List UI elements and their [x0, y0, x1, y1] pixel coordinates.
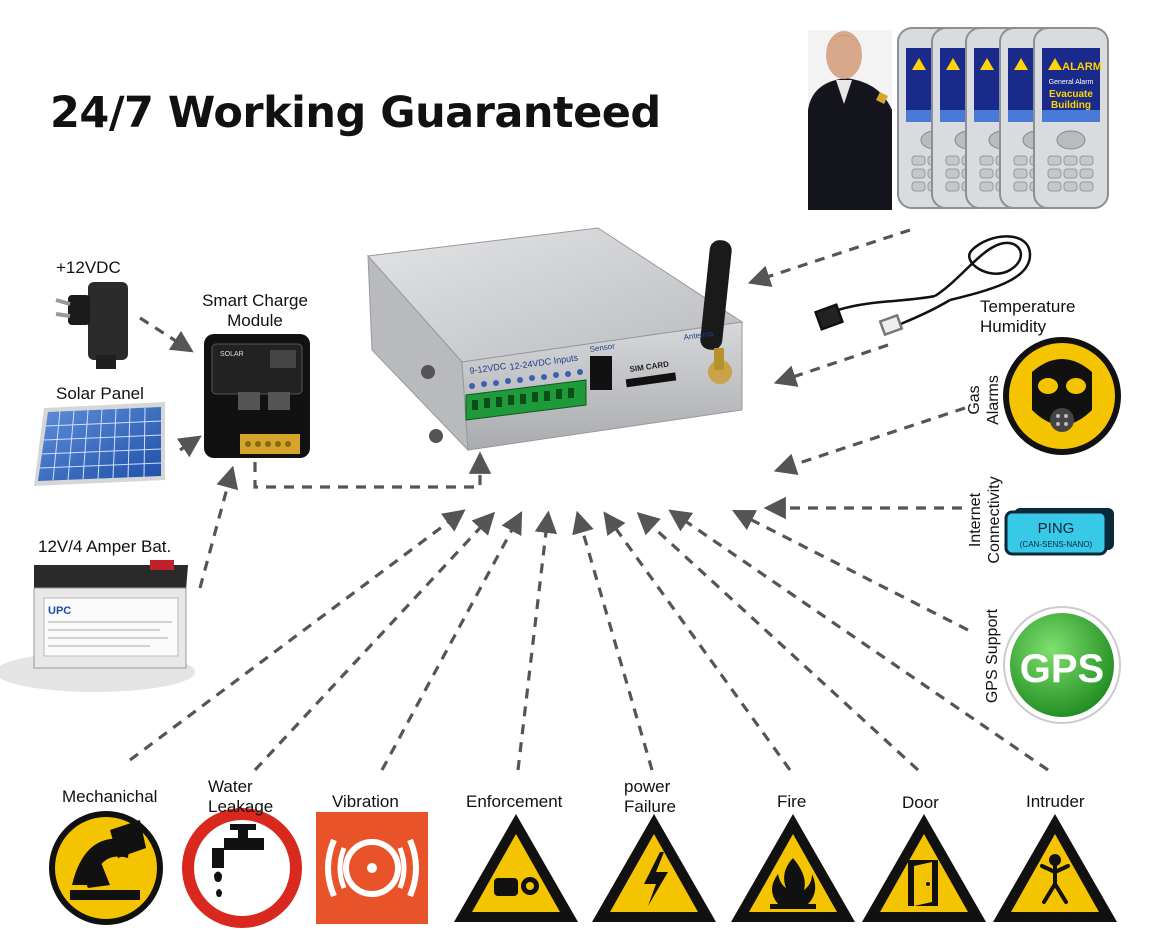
arrow-phones: [752, 230, 910, 282]
battery-icon: UPC: [0, 560, 195, 692]
arrow-enforcement: [518, 515, 548, 770]
gps-support-label: GPS Support: [983, 598, 1002, 714]
power-failure-label: power Failure: [624, 777, 676, 817]
gas-alarms-label: Gas Alarms: [965, 360, 1003, 440]
water-label-line1: Water: [208, 777, 273, 797]
charger-label: Smart Charge Module: [190, 291, 320, 331]
vibration-label: Vibration: [332, 792, 399, 812]
gas-label-line1: Gas: [965, 360, 984, 440]
water-label-line2: Leakage: [208, 797, 273, 817]
gps-badge-text: GPS: [1020, 647, 1104, 691]
phone-alarm-title: ALARM: [1062, 61, 1102, 73]
ping-title: PING: [1038, 520, 1075, 537]
arrow-gps: [736, 512, 968, 630]
charger-label-line2: Module: [190, 311, 320, 331]
main-device: 9-12VDC 12-24VDC Inputs Sensor SIM CARD …: [368, 228, 742, 450]
internet-label-line2: Connectivity: [985, 466, 1004, 574]
solar-panel-label: Solar Panel: [56, 384, 144, 404]
solar-panel-icon: [34, 402, 165, 486]
arrow-temperature: [778, 345, 888, 382]
charger-label-line1: Smart Charge: [190, 291, 320, 311]
power-adapter-icon: [56, 282, 128, 369]
intruder-icon: [993, 814, 1117, 922]
battery-brand-text: UPC: [48, 605, 71, 617]
arrow-battery-to-charger: [200, 470, 232, 588]
internet-label-line1: Internet: [966, 466, 985, 574]
arrow-water: [255, 515, 492, 770]
mechanical-label: Mechanichal: [62, 787, 157, 807]
arrow-solar-to-charger: [180, 438, 198, 450]
adapter-label: +12VDC: [56, 258, 121, 278]
battery-label: 12V/4 Amper Bat.: [38, 537, 171, 557]
enforcement-icon: [454, 814, 578, 922]
fire-icon: [731, 814, 855, 922]
fire-label: Fire: [777, 792, 806, 812]
power-label-line1: power: [624, 777, 676, 797]
internet-label: Internet Connectivity: [966, 466, 1004, 574]
charger-face-text: SOLAR: [220, 351, 244, 358]
charge-module-icon: SOLAR: [204, 334, 310, 458]
humidity-label: Humidity: [980, 317, 1046, 337]
enforcement-label: Enforcement: [466, 792, 562, 812]
power-label-line2: Failure: [624, 797, 676, 817]
vibration-icon: [316, 812, 428, 924]
security-guard-photo: [808, 30, 892, 210]
water-label: Water Leakage: [208, 777, 273, 817]
gas-mask-icon: [1006, 340, 1118, 452]
intruder-label: Intruder: [1026, 792, 1085, 812]
phone-alarm-line2: Building: [1051, 100, 1091, 111]
door-icon: [862, 814, 986, 922]
arrow-fire: [606, 515, 790, 770]
arrow-vibration: [382, 515, 520, 770]
arrow-charger-to-device: [255, 456, 480, 487]
phone-alarm-subtitle: General Alarm: [1049, 79, 1094, 86]
gas-label-line2: Alarms: [984, 360, 1003, 440]
power-failure-icon: [592, 814, 716, 922]
door-label: Door: [902, 793, 939, 813]
arrow-door: [640, 515, 918, 770]
temperature-label: Temperature: [980, 297, 1075, 317]
gps-badge-icon: GPS: [1004, 607, 1120, 723]
arrow-adapter-to-charger: [140, 318, 190, 350]
mechanical-icon: [52, 814, 160, 922]
phone-alarm-line1: Evacuate: [1049, 89, 1093, 100]
arrow-power-failure: [578, 515, 652, 770]
ping-card-icon: PING (CAN-SENS-NANO): [1006, 508, 1114, 554]
arrow-gas: [778, 408, 965, 470]
ping-subtitle: (CAN-SENS-NANO): [1020, 540, 1093, 549]
water-leakage-icon: [188, 814, 296, 922]
